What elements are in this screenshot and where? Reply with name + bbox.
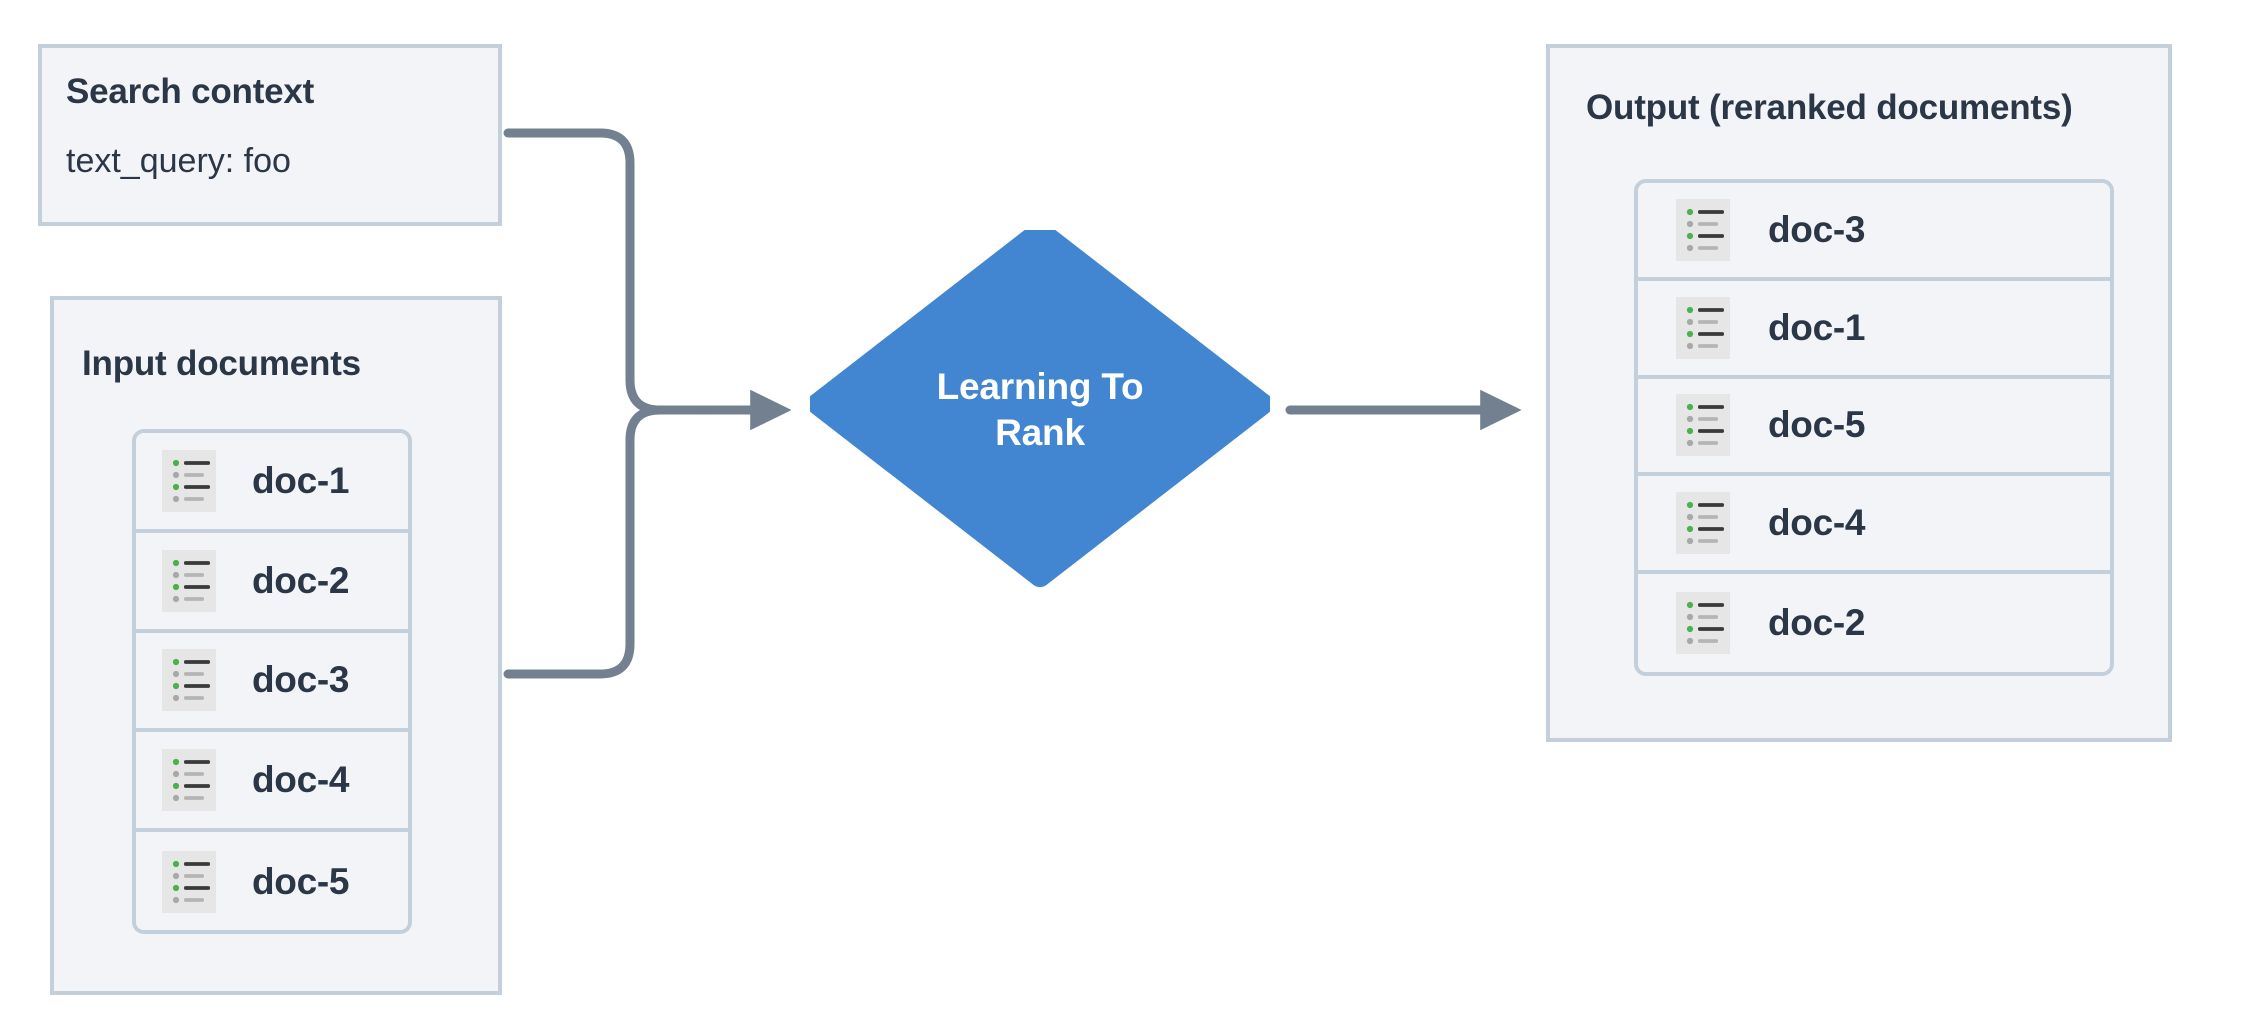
input-document-item-doc-3[interactable]: doc-3 (136, 632, 408, 733)
output-document-item-doc-3[interactable]: doc-3 (1638, 183, 2110, 281)
input-document-item-label: doc-2 (252, 559, 350, 601)
output-document-item-doc-5[interactable]: doc-5 (1638, 378, 2110, 477)
document-list-icon (162, 449, 216, 512)
document-list-icon (162, 851, 216, 914)
input-documents-list: doc-1 doc-2 doc-3 doc-4 doc-5 (132, 429, 412, 934)
learning-to-rank-node[interactable]: Learning To Rank (807, 221, 1273, 590)
output-document-item-doc-1[interactable]: doc-1 (1638, 280, 2110, 379)
search-context-text-query: text_query: foo (66, 142, 291, 180)
output-document-item-doc-2[interactable]: doc-2 (1638, 574, 2110, 672)
output-panel-title: Output (reranked documents) (1586, 88, 2073, 127)
document-list-icon (162, 749, 216, 812)
document-list-icon (1676, 592, 1730, 655)
document-list-icon (162, 549, 216, 612)
document-list-icon (1676, 492, 1730, 555)
input-document-item-label: doc-3 (252, 659, 350, 701)
search-context-title: Search context (66, 72, 315, 111)
input-document-item-label: doc-5 (252, 861, 350, 903)
output-document-item-doc-4[interactable]: doc-4 (1638, 476, 2110, 575)
input-documents-title: Input documents (82, 344, 361, 383)
document-list-icon (1676, 394, 1730, 457)
search-context-panel: Search context text_query: foo (38, 44, 502, 226)
connector-input-documents-to-ltr (503, 405, 705, 679)
output-document-item-label: doc-4 (1768, 502, 1866, 544)
document-list-icon (1676, 296, 1730, 359)
input-document-item-label: doc-1 (252, 459, 350, 501)
input-document-item-doc-1[interactable]: doc-1 (136, 433, 408, 533)
input-document-item-doc-5[interactable]: doc-5 (136, 832, 408, 930)
output-document-item-label: doc-2 (1768, 602, 1866, 644)
document-list-icon (162, 649, 216, 712)
input-document-item-doc-4[interactable]: doc-4 (136, 732, 408, 833)
output-document-item-label: doc-1 (1768, 306, 1866, 348)
input-document-item-doc-2[interactable]: doc-2 (136, 532, 408, 633)
diamond-shape (807, 221, 1273, 587)
output-document-item-label: doc-5 (1768, 404, 1866, 446)
input-document-item-label: doc-4 (252, 759, 350, 801)
document-list-icon (1676, 198, 1730, 261)
output-documents-list: doc-3 doc-1 doc-5 doc-4 doc-2 (1634, 179, 2114, 676)
output-document-item-label: doc-3 (1768, 208, 1866, 250)
connector-search-context-to-ltr (503, 128, 792, 431)
